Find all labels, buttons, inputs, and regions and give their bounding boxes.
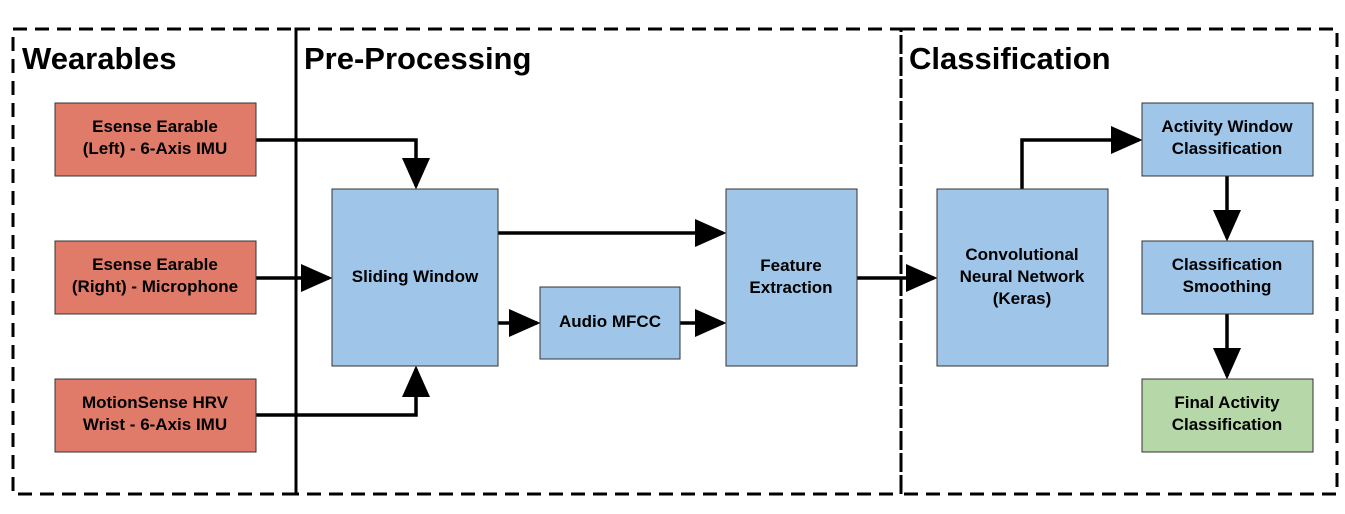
node-label-line: Extraction (749, 278, 832, 297)
node-label-line: (Left) - 6-Axis IMU (83, 139, 228, 158)
node-label-line: Esense Earable (92, 255, 218, 274)
node-label-line: Classification (1172, 255, 1283, 274)
node-audio-mfcc-label: Audio MFCC (559, 312, 661, 331)
wearables-section-title: Wearables (22, 41, 177, 76)
node-sliding-window-label: Sliding Window (352, 267, 479, 286)
node-label-line: Classification (1172, 415, 1283, 434)
node-esense-left-label: Esense Earable (Left) - 6-Axis IMU (83, 117, 228, 158)
node-label-line: Esense Earable (92, 117, 218, 136)
classification-section-title: Classification (909, 41, 1111, 76)
node-esense-right-label: Esense Earable (Right) - Microphone (72, 255, 238, 296)
node-label-line: (Keras) (993, 289, 1052, 308)
node-label-line: Classification (1172, 139, 1283, 158)
node-label-line: Feature (760, 256, 821, 275)
node-label-line: Audio MFCC (559, 312, 661, 331)
wearables-section-frame (11, 27, 298, 496)
node-label-line: Activity Window (1161, 117, 1293, 136)
preprocessing-section-title: Pre-Processing (304, 41, 531, 76)
node-label-line: MotionSense HRV (82, 393, 229, 412)
node-motionsense-label: MotionSense HRV Wrist - 6-Axis IMU (82, 393, 229, 434)
node-esense-right: Esense Earable (Right) - Microphone (54, 240, 257, 315)
node-esense-left: Esense Earable (Left) - 6-Axis IMU (54, 102, 257, 177)
node-motionsense: MotionSense HRV Wrist - 6-Axis IMU (54, 378, 257, 453)
arrow-esense-left-to-sliding-window (256, 138, 430, 190)
classification-section-frame (899, 27, 1339, 496)
arrow-motionsense-to-sliding-window (256, 365, 430, 417)
node-label-line: Neural Network (960, 267, 1085, 286)
node-label-line: Smoothing (1183, 277, 1272, 296)
node-label-line: Final Activity (1174, 393, 1280, 412)
node-sliding-window: Sliding Window (331, 188, 499, 367)
node-label-line: (Right) - Microphone (72, 277, 238, 296)
node-audio-mfcc: Audio MFCC (539, 286, 681, 360)
node-label-line: Convolutional (965, 245, 1078, 264)
node-label-line: Sliding Window (352, 267, 479, 286)
arrow-cnn-to-activity-window (1020, 126, 1143, 190)
node-label-line: Wrist - 6-Axis IMU (83, 415, 227, 434)
